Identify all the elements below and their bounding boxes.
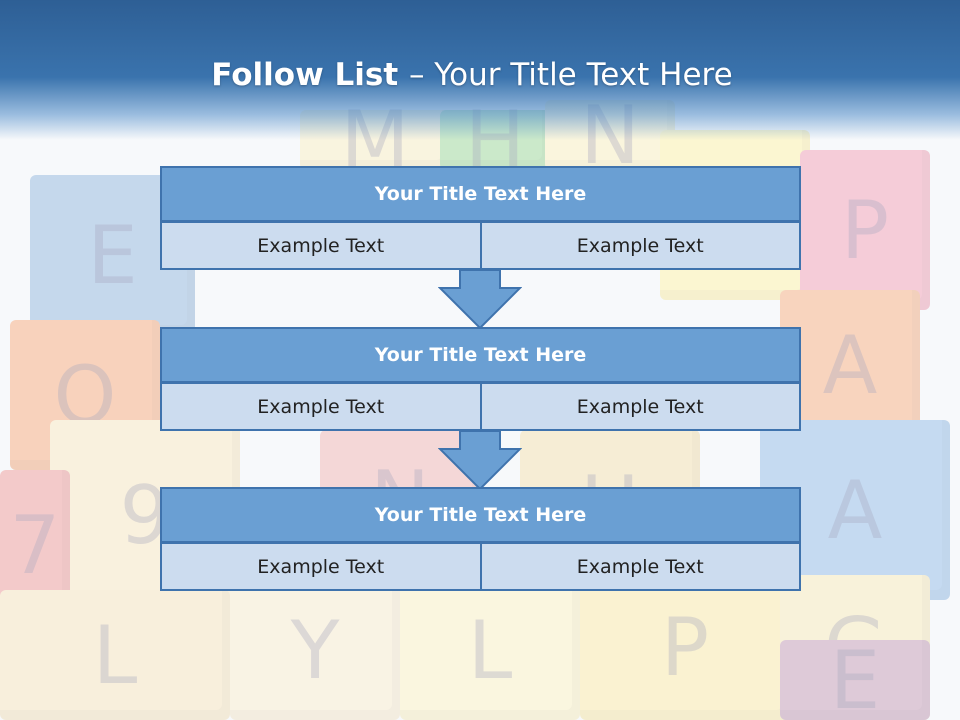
step-3-right-cell: Example Text bbox=[479, 542, 801, 591]
step-1: Your Title Text Here Example Text Exampl… bbox=[160, 166, 801, 270]
step-1-row: Example Text Example Text bbox=[160, 221, 801, 270]
step-3-left-cell: Example Text bbox=[160, 542, 482, 591]
step-2-row: Example Text Example Text bbox=[160, 382, 801, 431]
step-1-title: Your Title Text Here bbox=[160, 166, 801, 222]
slide-title-strong: Follow List bbox=[211, 57, 409, 93]
step-3-title: Your Title Text Here bbox=[160, 487, 801, 543]
down-arrow-icon bbox=[438, 431, 522, 491]
slide-title: Follow List – Your Title Text Here bbox=[0, 52, 944, 98]
step-3-row: Example Text Example Text bbox=[160, 542, 801, 591]
step-1-right-cell: Example Text bbox=[479, 221, 801, 270]
step-1-left-cell: Example Text bbox=[160, 221, 482, 270]
step-3: Your Title Text Here Example Text Exampl… bbox=[160, 487, 801, 591]
down-arrow-icon bbox=[438, 270, 522, 330]
slide-title-rest: – Your Title Text Here bbox=[408, 57, 733, 93]
step-2: Your Title Text Here Example Text Exampl… bbox=[160, 327, 801, 431]
step-2-right-cell: Example Text bbox=[479, 382, 801, 431]
step-2-left-cell: Example Text bbox=[160, 382, 482, 431]
step-2-title: Your Title Text Here bbox=[160, 327, 801, 383]
title-band bbox=[0, 0, 960, 140]
